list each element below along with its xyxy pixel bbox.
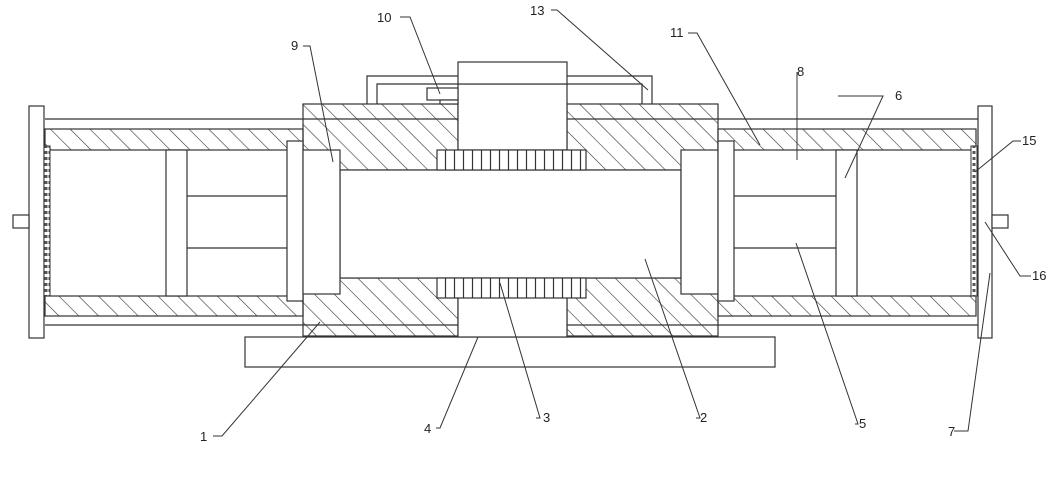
- label-7: 7: [948, 424, 955, 439]
- right-connector: [991, 214, 1009, 229]
- left-piston-outer: [286, 140, 304, 302]
- center-shaft-top-cap: [457, 61, 568, 85]
- label-15: 15: [1022, 133, 1036, 148]
- right-cylinder-bottom-wall: [717, 295, 977, 317]
- left-spring: [43, 145, 51, 297]
- valve-stem: [439, 99, 459, 105]
- center-shaft-upper: [457, 83, 568, 151]
- lower-coil: [436, 277, 587, 299]
- right-piston-inner: [680, 149, 719, 295]
- right-piston-outer: [717, 140, 735, 302]
- center-shaft-lower: [457, 295, 568, 338]
- right-spring: [970, 145, 978, 297]
- label-2: 2: [700, 410, 707, 425]
- label-8: 8: [797, 64, 804, 79]
- left-connector: [12, 214, 30, 229]
- label-4: 4: [424, 421, 431, 436]
- label-13: 13: [530, 3, 544, 18]
- label-6: 6: [895, 88, 902, 103]
- left-cylinder-top-wall: [44, 128, 304, 151]
- right-chamber: [734, 149, 858, 297]
- left-piston-inner: [302, 149, 341, 295]
- base-plate: [244, 336, 776, 368]
- left-end-plate: [28, 105, 45, 339]
- leader-lines: [213, 9, 1031, 437]
- left-cylinder-bottom-wall: [44, 295, 304, 317]
- label-11: 11: [670, 25, 684, 40]
- label-1: 1: [200, 429, 207, 444]
- valve-element: [426, 87, 459, 101]
- upper-coil: [436, 149, 587, 171]
- label-10: 10: [377, 10, 391, 25]
- top-bracket: [366, 75, 653, 104]
- label-16: 16: [1032, 268, 1046, 283]
- label-5: 5: [859, 416, 866, 431]
- label-3: 3: [543, 410, 550, 425]
- label-9: 9: [291, 38, 298, 53]
- left-chamber: [165, 149, 287, 297]
